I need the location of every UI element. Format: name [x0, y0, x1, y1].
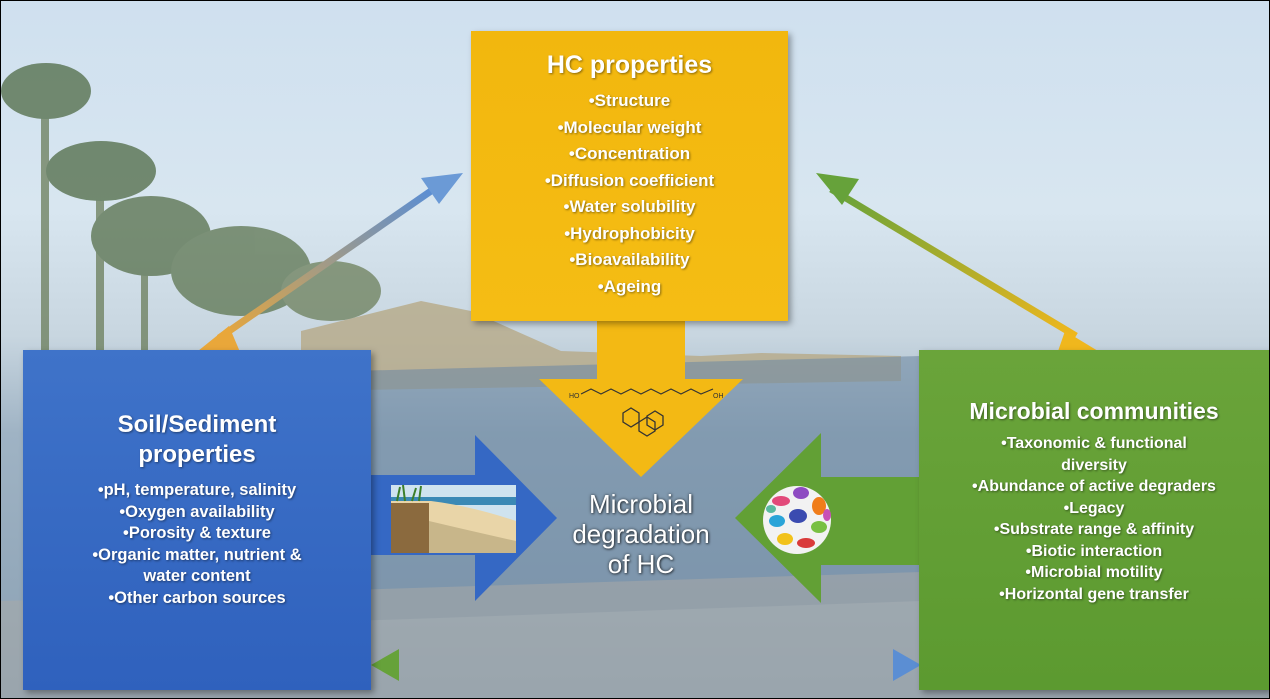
soil-property-item: •Oxygen availability [119, 502, 275, 521]
hc-property-item: •Molecular weight [557, 117, 702, 137]
hc-properties-list: •Structure •Molecular weight •Concentrat… [471, 88, 788, 300]
molecule-label-right: OH [713, 393, 724, 400]
hc-property-item: •Bioavailability [569, 250, 690, 269]
phenanthrene-molecule-icon [622, 407, 664, 437]
molecule-label-left: HO [569, 393, 580, 400]
microbial-property-item: •Substrate range & affinity [993, 521, 1195, 538]
soil-sediment-list: •pH, temperature, salinity •Oxygen avail… [23, 480, 371, 609]
soil-microbial-double-arrow [371, 649, 921, 681]
hc-down-arrow [539, 319, 743, 477]
hc-property-item: •Hydrophobicity [564, 223, 695, 243]
hc-properties-box: HC properties •Structure •Molecular weig… [471, 31, 788, 321]
hc-property-item: •Structure [588, 91, 671, 110]
microbial-communities-box: Microbial communities •Taxonomic & funct… [919, 350, 1269, 690]
soil-property-item: •Other carbon sources [108, 588, 286, 607]
hc-property-item: •Water solubility [563, 197, 696, 216]
hc-property-item: •Concentration [568, 144, 691, 163]
hc-soil-double-arrow [198, 173, 463, 352]
microbial-property-item: •Microbial motility [1025, 564, 1163, 581]
microbial-property-item: •Abundance of active degraders [972, 478, 1216, 495]
hc-property-item: •Diffusion coefficient [544, 170, 715, 190]
microbes-cluster-icon [763, 486, 831, 554]
soil-sediment-title: Soil/Sediment properties [117, 411, 277, 468]
beach-soil-profile-icon [391, 484, 516, 553]
soil-property-item: •pH, temperature, salinity [97, 481, 297, 499]
microbial-communities-list: •Taxonomic & functional diversity •Abund… [919, 433, 1269, 605]
hc-property-item: •Ageing [597, 276, 662, 296]
microbial-property-item: •Biotic interaction [1025, 542, 1163, 560]
microbial-property-item: •Legacy [1063, 499, 1125, 517]
hc-properties-title: HC properties [546, 51, 713, 79]
hc-microbial-double-arrow [816, 173, 1098, 357]
microbial-communities-title: Microbial communities [969, 398, 1219, 424]
soil-property-item: •Organic matter, nutrient & water conten… [92, 545, 302, 586]
microbial-property-item: •Taxonomic & functional diversity [1001, 435, 1187, 474]
soil-sediment-box: Soil/Sediment properties •pH, temperatur… [23, 350, 371, 690]
alkane-chain-icon [580, 388, 714, 395]
soil-property-item: •Porosity & texture [123, 524, 271, 542]
center-label: Microbial degradation of HC [572, 489, 710, 579]
microbial-property-item: •Horizontal gene transfer [999, 585, 1189, 603]
